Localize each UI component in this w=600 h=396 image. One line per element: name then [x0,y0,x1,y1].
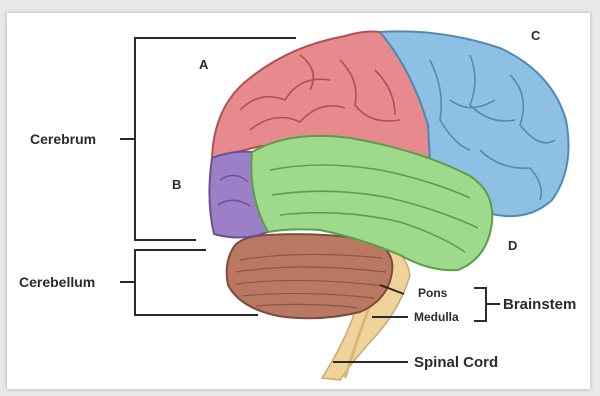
label-d: D [508,238,517,253]
label-pons: Pons [418,286,448,300]
label-medulla: Medulla [414,310,459,324]
label-a: A [199,57,209,72]
label-cerebrum: Cerebrum [30,131,96,147]
label-brainstem: Brainstem [503,296,576,313]
label-c: C [531,28,541,43]
label-spinal-cord: Spinal Cord [414,354,498,371]
label-b: B [172,177,181,192]
cerebellum-shape [227,234,393,318]
label-cerebellum: Cerebellum [19,274,95,290]
